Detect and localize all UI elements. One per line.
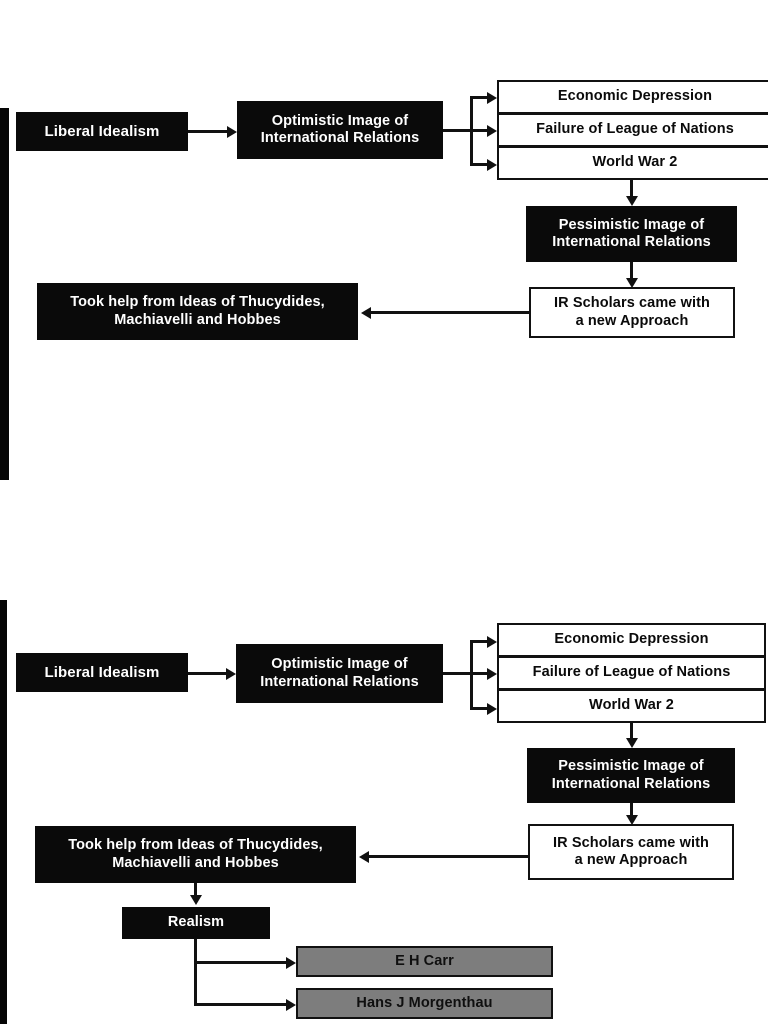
connector-optimistic-out-top [443,129,473,132]
node-label-line2: a new Approach [574,852,688,868]
arrowhead-down [625,278,638,288]
node-liberal-idealism-bottom[interactable]: Liberal Idealism [16,653,188,692]
connector-branch-ww2-top [470,163,488,166]
node-economic-depression-bottom[interactable]: Economic Depression [497,623,766,657]
node-label: Failure of League of Nations [536,121,734,138]
connector-realism-to-morgenthau [194,1003,288,1006]
scan-edge-strip-top [0,108,9,480]
node-economic-depression-top[interactable]: Economic Depression [497,80,768,114]
node-label: Economic Depression [557,88,713,105]
connector-causes-to-pessimistic-bottom [630,723,633,740]
node-label: Liberal Idealism [44,122,160,140]
node-liberal-idealism-top[interactable]: Liberal Idealism [16,112,188,151]
node-optimistic-image-bottom[interactable]: Optimistic Image of International Relati… [236,644,443,703]
node-label-line1: IR Scholars came with [552,834,709,851]
node-hans-j-morgenthau[interactable]: Hans J Morgenthau [296,988,553,1019]
connector-pessimistic-to-scholars-top [630,262,633,280]
connector-branch-failure-top [470,129,488,132]
node-label: Realism [167,914,225,931]
node-label-line2: a new Approach [575,312,689,329]
arrowhead-right [487,667,497,680]
connector-optimistic-out-bottom [443,672,473,675]
arrowhead-right [487,635,497,648]
connector-scholars-to-tookhelp-top [371,311,529,314]
arrowhead-right [286,956,296,969]
node-label-line1: Pessimistic Image of [558,758,704,775]
connector-branch-economic-top [470,96,488,99]
connector-pessimistic-to-scholars-bottom [630,803,633,817]
node-failure-of-league-top[interactable]: Failure of League of Nations [497,113,768,147]
node-label-line2: International Relations [552,234,711,250]
arrowhead-right [487,124,497,137]
arrowhead-down [189,895,202,905]
scan-edge-strip-bottom [0,600,7,1024]
node-optimistic-image-top[interactable]: Optimistic Image of International Relati… [237,101,443,159]
node-eh-carr[interactable]: E H Carr [296,946,553,977]
arrowhead-down [625,196,638,206]
node-ir-scholars-top[interactable]: IR Scholars came with a new Approach [529,287,735,338]
arrowhead-right [227,125,237,138]
connector-tookhelp-to-realism [194,883,197,897]
arrowhead-right [487,702,497,715]
arrowhead-right [286,998,296,1011]
arrowhead-down [625,815,638,825]
connector-bus-vertical-bottom [470,640,473,710]
node-world-war-2-bottom[interactable]: World War 2 [497,689,766,723]
node-took-help-bottom[interactable]: Took help from Ideas of Thucydides, Mach… [35,826,356,883]
connector-branch-failure-bottom [470,672,488,675]
node-label: Liberal Idealism [44,663,160,681]
node-label: World War 2 [589,697,674,714]
node-label: Hans J Morgenthau [356,994,493,1011]
node-ir-scholars-bottom[interactable]: IR Scholars came with a new Approach [528,824,734,880]
node-failure-of-league-bottom[interactable]: Failure of League of Nations [497,656,766,690]
node-label: E H Carr [395,952,454,969]
connector-realism-to-ehcarr [194,961,288,964]
node-label-line2: Machiavelli and Hobbes [112,854,279,871]
arrowhead-right [226,667,236,680]
connector-realism-bus-vertical [194,939,197,1006]
node-pessimistic-image-bottom[interactable]: Pessimistic Image of International Relat… [527,748,735,803]
connector-scholars-to-tookhelp-bottom [369,855,528,858]
arrowhead-down [625,738,638,748]
node-label-line1: Took help from Ideas of Thucydides, [68,837,323,854]
connector-liberal-to-optimistic-bottom [188,672,227,675]
node-label-line2: International Relations [260,130,420,146]
node-world-war-2-top[interactable]: World War 2 [497,146,768,180]
node-label-line2: Machiavelli and Hobbes [114,311,281,328]
node-took-help-top[interactable]: Took help from Ideas of Thucydides, Mach… [37,283,358,340]
node-label-line2: International Relations [551,775,711,792]
arrowhead-right [487,91,497,104]
arrowhead-left [361,306,371,319]
arrowhead-left [359,850,369,863]
connector-liberal-to-optimistic-top [188,130,228,133]
connector-causes-to-pessimistic-top [630,180,633,198]
node-label-line1: IR Scholars came with [553,295,710,312]
node-label-line1: Optimistic Image of [271,656,408,673]
node-label-line1: Pessimistic Image of [558,216,705,233]
connector-branch-economic-bottom [470,640,488,643]
node-pessimistic-image-top[interactable]: Pessimistic Image of International Relat… [526,206,737,262]
node-label-line2: International Relations [260,673,419,690]
node-realism[interactable]: Realism [122,907,270,939]
node-label-line1: Optimistic Image of [271,112,409,129]
arrowhead-right [487,158,497,171]
node-label-line1: Took help from Ideas of Thucydides, [70,294,325,311]
node-label: Economic Depression [554,631,709,648]
node-label: World War 2 [592,154,678,171]
connector-branch-ww2-bottom [470,707,488,710]
node-label: Failure of League of Nations [532,664,731,681]
